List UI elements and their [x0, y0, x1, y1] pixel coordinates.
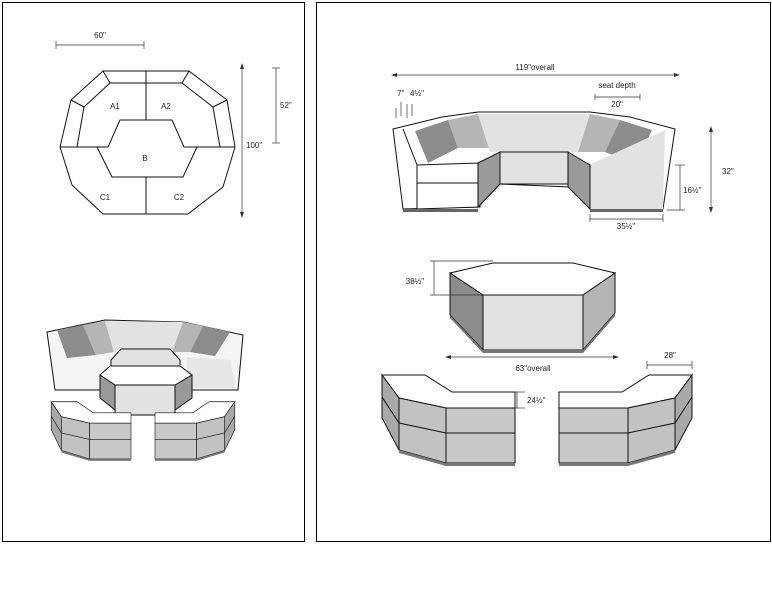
side-length-dim: 35½"	[617, 222, 636, 231]
right-panel	[316, 2, 771, 542]
seat-height-dim: 16½"	[683, 186, 702, 195]
ottoman-drawing: 38½" 63"overall	[406, 260, 619, 373]
label-c2: C2	[174, 193, 185, 202]
arm-dim-7: 7"	[397, 89, 404, 98]
assembled-perspective	[46, 319, 244, 462]
label-c1: C1	[100, 193, 111, 202]
left-panel	[2, 2, 305, 542]
ottoman-depth-dim: 38½"	[406, 277, 425, 286]
sectional-width-dim: 28"	[664, 351, 676, 360]
right-sectional	[558, 374, 693, 467]
label-a1: A1	[110, 102, 120, 111]
sofa-overall-dim: 119"overall	[515, 63, 554, 72]
arm-dim-4-5: 4½"	[410, 89, 424, 98]
seat-depth-dim: 20"	[611, 100, 623, 109]
dim-100: 100"	[246, 141, 262, 150]
label-b: B	[142, 154, 147, 163]
dim-52: 52"	[280, 101, 292, 110]
ottoman-overall-dim: 63"overall	[515, 364, 551, 373]
sofa-drawing: 119"overall 7" 4½" seat depth 20" 32" 16…	[391, 63, 734, 231]
left-sectional	[381, 374, 516, 467]
sectional-height-dim: 24½"	[527, 396, 546, 405]
plan-view: 60" 52" 100" A1 A2 B C1 C2	[55, 31, 292, 218]
label-a2: A2	[161, 102, 171, 111]
sofa-height-dim: 32"	[722, 167, 734, 176]
dim-60: 60"	[94, 31, 106, 40]
seat-depth-label: seat depth	[598, 81, 635, 90]
